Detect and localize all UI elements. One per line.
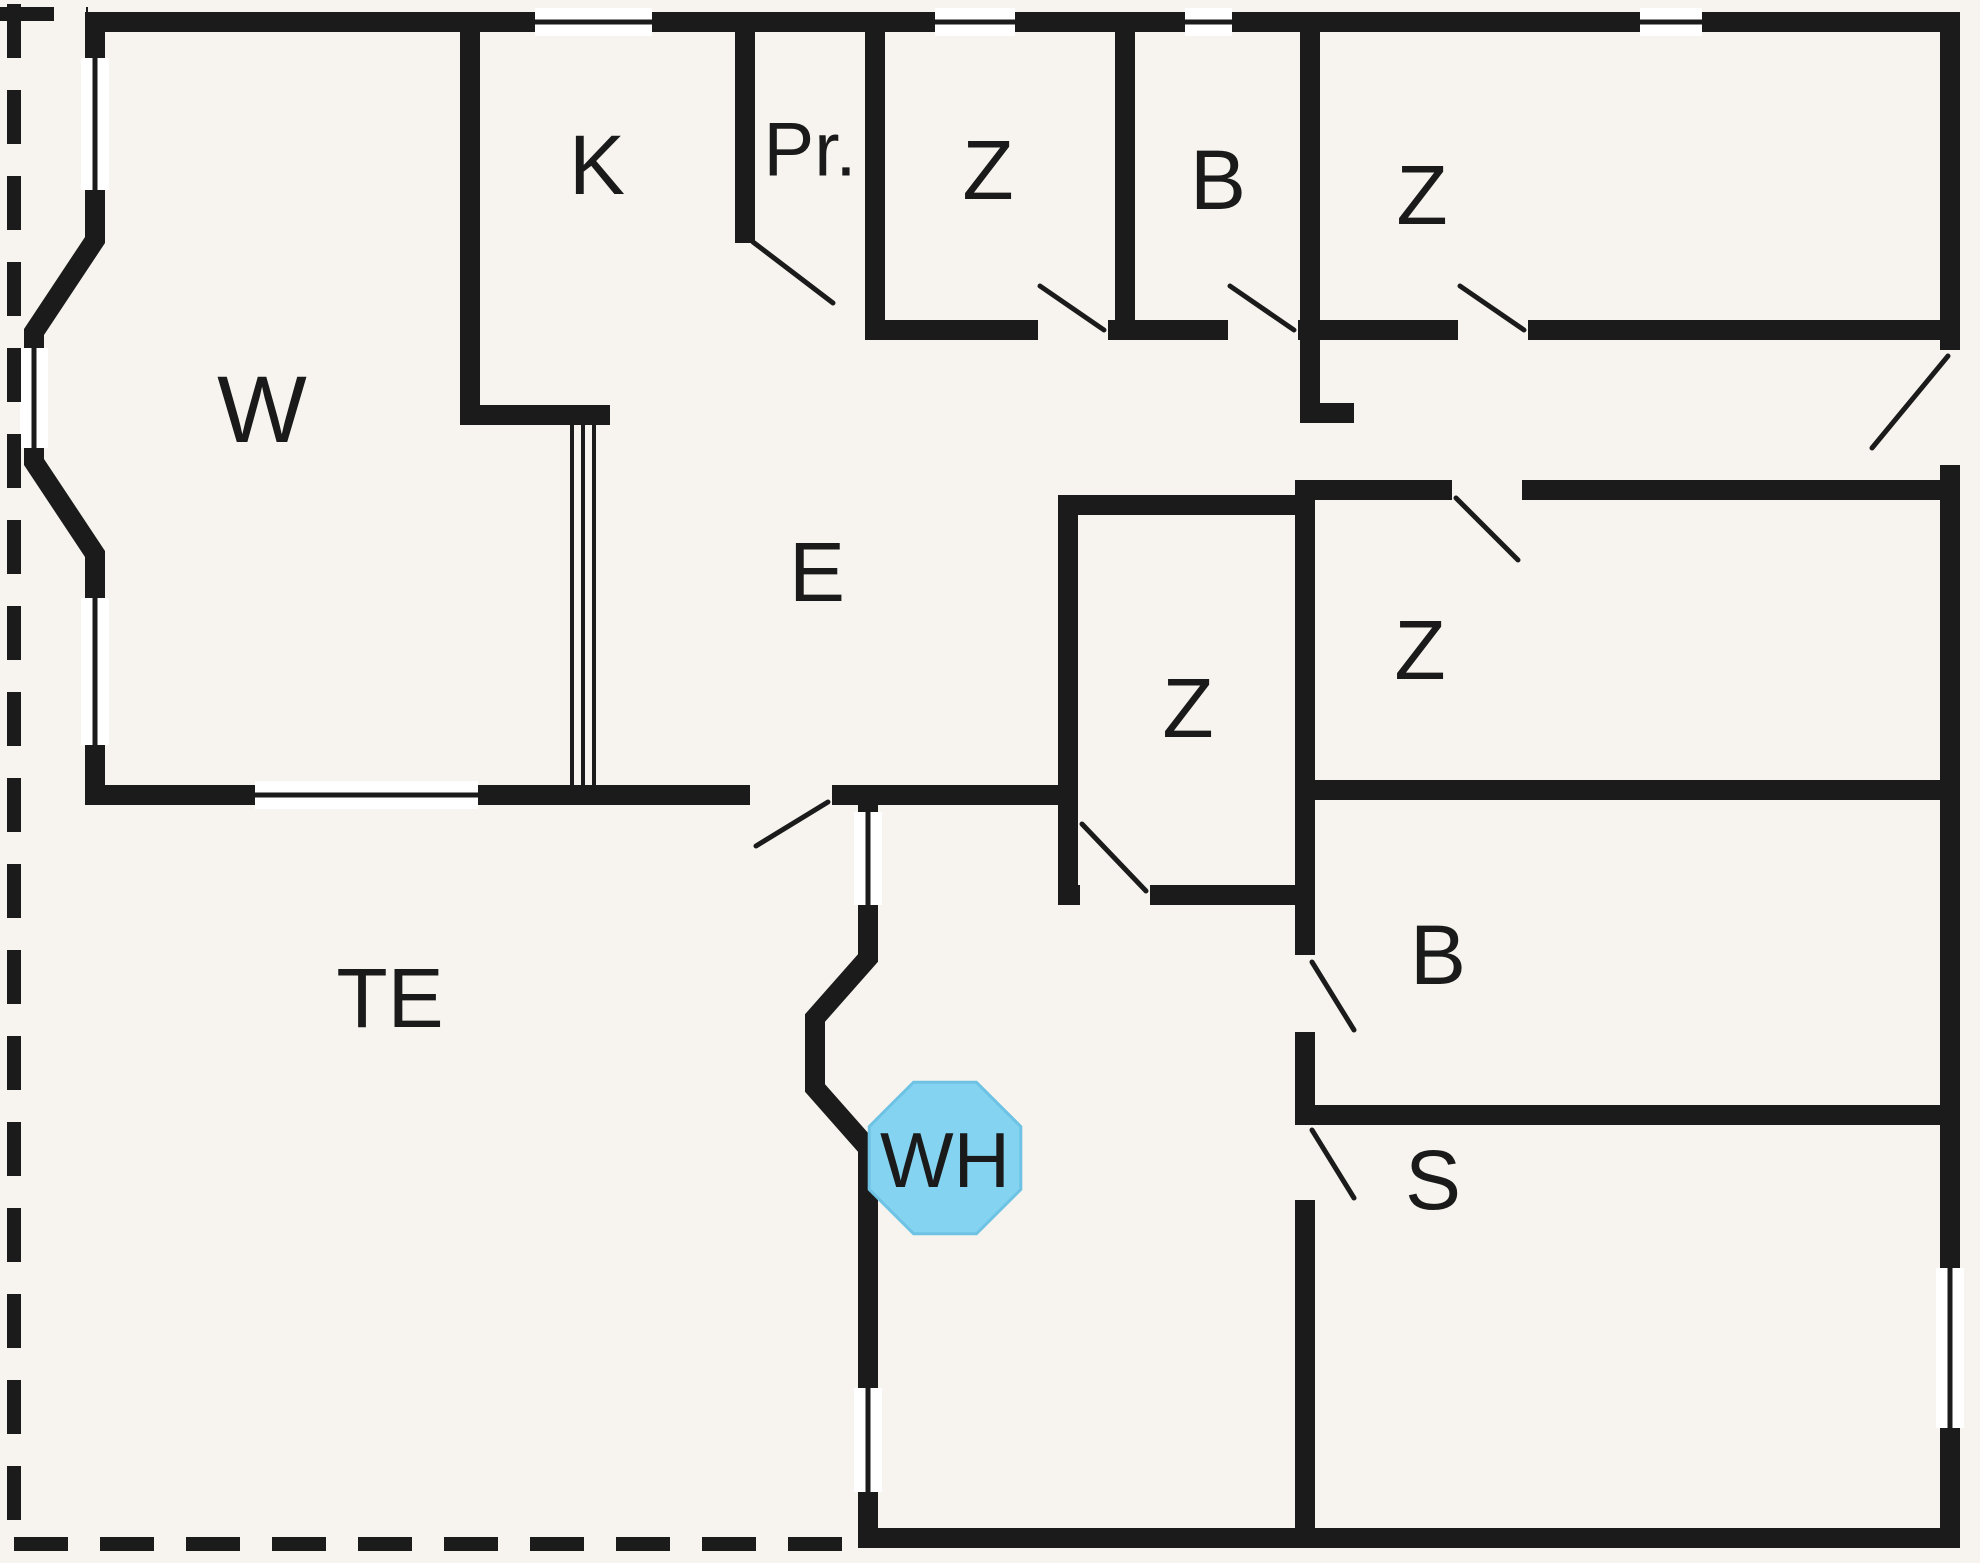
room-label-bedroom-4: Z <box>1394 603 1445 697</box>
door-gap <box>1228 316 1298 344</box>
room-label-living: W <box>217 357 307 463</box>
door-swing <box>753 799 831 849</box>
room-labels: W K Pr. Z B Z E Z Z TE B S WH <box>217 108 1466 1228</box>
room-label-kitchen: K <box>569 118 625 212</box>
room-label-bath-1: B <box>1190 133 1246 227</box>
door-gap <box>1458 316 1528 344</box>
wall-wh-left-bay <box>805 785 878 1548</box>
room-label-terrace: TE <box>336 951 443 1045</box>
door-gap <box>1936 350 1964 465</box>
door-openings <box>750 316 1964 1200</box>
door-swings <box>750 239 1951 1201</box>
room-label-bedroom-3: Z <box>1162 661 1213 755</box>
door-swing <box>1309 1127 1357 1201</box>
door-swing <box>1037 283 1107 333</box>
room-label-pantry: Pr. <box>764 108 857 193</box>
room-label-bath-2: B <box>1410 908 1466 1002</box>
room-label-bedroom-1: Z <box>962 123 1013 217</box>
door-swing <box>1079 821 1149 894</box>
terrace-boundary <box>0 4 862 1551</box>
door-swing <box>1227 283 1297 333</box>
whirlpool-label: WH <box>880 1116 1010 1204</box>
door-swing <box>1869 353 1951 451</box>
sliding-door <box>570 421 596 793</box>
wall-bed3-top-left <box>1058 495 1315 905</box>
room-label-storage: S <box>1405 1133 1461 1227</box>
room-label-hall: E <box>789 525 845 619</box>
door-swing <box>1309 959 1357 1033</box>
door-gap <box>750 781 832 809</box>
door-gap <box>1452 476 1522 504</box>
door-gap <box>1038 316 1108 344</box>
door-swing <box>750 239 836 306</box>
room-label-bedroom-2: Z <box>1396 148 1447 242</box>
whirlpool-octagon <box>867 1080 1023 1236</box>
door-swing <box>1453 495 1521 563</box>
door-swing <box>1457 283 1527 333</box>
windows <box>20 8 1964 1492</box>
